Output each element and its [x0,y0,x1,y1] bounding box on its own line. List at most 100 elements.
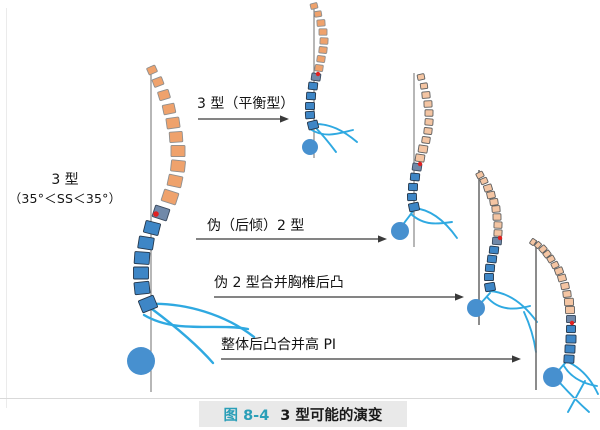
thoracic-vertebra [416,73,426,81]
thoracic-vertebra [419,82,429,90]
arrow-head-icon [512,355,521,363]
arrow-head-icon [455,293,464,301]
thoracic-vertebra [534,241,542,249]
inflection-red-dot [417,161,423,167]
thoracic-vertebra [565,305,575,315]
thoracic-vertebra [168,130,184,144]
thoracic-vertebra [313,10,323,18]
lumbar-vertebra [484,263,496,273]
main-spine-label-type: 3 型 [51,172,79,188]
thoracic-vertebra [316,19,326,27]
lumbar-vertebra [409,172,421,182]
inflection-red-dot [315,71,321,77]
pelvis-femur-line [142,313,250,331]
lumbar-vertebra [304,110,316,120]
arrow-label: 3 型（平衡型） [197,96,294,112]
lumbar-vertebra [484,272,494,282]
lumbar-vertebra [138,294,158,314]
lumbar-vertebra [563,354,575,364]
lumbar-vertebra [486,254,498,264]
thoracic-vertebra [553,266,565,276]
thoracic-vertebra [170,159,186,173]
pelvis-femur-line [567,380,586,413]
inflection-red-dot [153,211,159,217]
thoracic-vertebra [483,183,493,193]
pelvis-femur-line [309,128,354,136]
thoracic-vertebra [414,153,426,163]
lumbar-vertebra [133,280,151,296]
evolution-arrow: 伪 2 型合并胸椎后凸 [214,275,464,301]
evolution-arrow: 整体后凸合并高 PI [221,336,521,363]
lumbar-vertebra [564,344,576,354]
thoracic-vertebra [316,54,326,64]
arrow-head-icon [378,235,387,243]
thoracic-vertebra [542,249,552,259]
lumbar-vertebra [143,220,161,236]
lumbar-vertebra [484,281,496,293]
pelvis-femur-line [563,365,598,387]
global-kyphosis-spine [529,238,599,413]
thoracic-vertebra [423,100,433,108]
thoracic-vertebra [529,238,537,246]
thoracic-vertebra [424,118,434,126]
arrow-label: 伪（后倾）2 型 [207,218,304,234]
thoracic-vertebra [319,37,329,45]
thoracic-vertebra [157,88,171,102]
inflection-red-dot [569,320,575,326]
thoracic-vertebra [314,63,324,73]
arrow-label: 整体后凸合并高 PI [221,336,336,353]
thoracic-vertebra [563,297,575,307]
thoracic-vertebra [146,64,158,76]
lumbar-vertebra [133,266,149,280]
evolution-arrow: 3 型（平衡型） [197,96,294,123]
thoracic-vertebra [560,281,570,291]
evolution-arrow: 伪（后倾）2 型 [196,218,387,243]
pseudo-type2-spine [391,73,458,247]
main-spine-label: 3 型 （35°＜SS＜35°） [2,170,128,208]
thoracic-vertebra [165,116,181,130]
pelvis-femur-line [565,360,599,395]
pelvis-femur-line [486,296,531,310]
lumbar-vertebra [305,91,317,101]
lumbar-vertebra [488,245,500,255]
femoral-head-circle [391,222,409,240]
thoracic-vertebra [417,144,429,154]
thoracic-vertebra [423,127,433,135]
thoracic-vertebra [492,213,502,221]
thoracic-vertebra [170,144,186,158]
femoral-head-circle [127,347,155,375]
pelvis-femur-line [410,213,453,225]
arrow-label: 伪 2 型合并胸椎后凸 [214,275,344,291]
inflection-red-dot [497,235,503,241]
lumbar-vertebra [307,81,319,91]
thoracic-vertebra [475,170,485,180]
lumbar-vertebra [407,182,419,192]
lumbar-vertebra [137,235,155,251]
thoracic-vertebra [161,102,177,116]
thoracic-vertebra [538,244,548,254]
thoracic-vertebra [166,173,184,189]
main-type3-spine [127,64,256,392]
lumbar-vertebra [406,192,418,202]
pelvis-femur-line [145,302,256,339]
lumbar-vertebra [133,251,151,265]
lumbar-vertebra [566,324,576,334]
thoracic-vertebra [309,2,319,10]
femoral-head-circle [467,299,485,317]
thoracic-vertebra [491,205,501,213]
thoracic-vertebra [562,290,572,298]
figure-caption: 图 8-4 3 型可能的演变 [199,401,407,427]
pelvis-femur-line [150,307,215,365]
lumbar-vertebra [306,119,320,131]
arrow-head-icon [280,115,289,123]
thoracic-vertebra [421,135,431,145]
thoracic-vertebra [151,76,165,88]
thoracic-vertebra [424,109,434,117]
thoracic-vertebra [489,197,499,207]
pelvis-femur-line [488,290,538,323]
transition-vertebra [151,204,171,222]
thoracic-vertebra [160,188,180,206]
balanced-type3-spine [302,2,358,158]
